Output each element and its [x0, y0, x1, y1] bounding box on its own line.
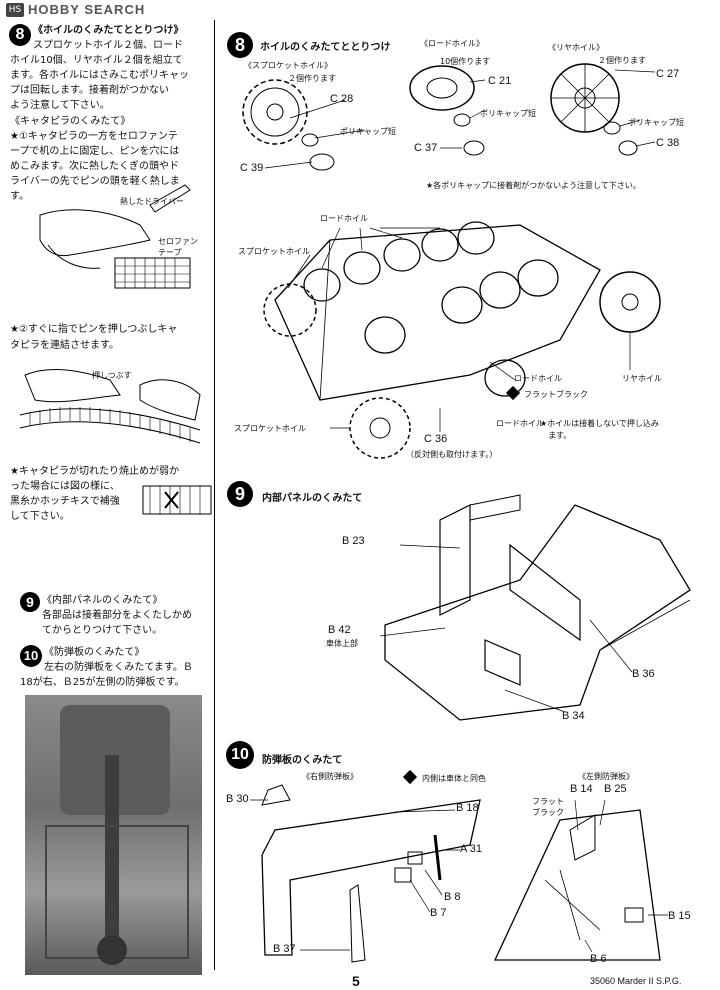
track-line1-4: す。 — [10, 191, 29, 202]
step8-line-4: よう注意して下さい。 — [10, 100, 110, 111]
step9-number: 9 — [227, 481, 253, 507]
part-b25: B 25 — [604, 783, 627, 795]
track-line3-1: った場合には図の様に、 — [10, 481, 120, 492]
step10-number-left: 10 — [20, 645, 42, 667]
watermark-text: HOBBY SEARCH — [28, 2, 146, 17]
label-sprocket-bottom: スプロケットホイル — [234, 424, 306, 433]
flat-black-label: フラット ブラック — [532, 797, 564, 817]
part-c28: C 28 — [330, 93, 354, 105]
step10-title: 防弾板のくみたて — [262, 755, 343, 766]
right-panel-label: 《右側防弾板》 — [302, 772, 358, 781]
rear-title: 《リヤホイル》 — [548, 43, 604, 52]
step8-line-0: スプロケットホイル２個、ロード — [33, 40, 183, 51]
step8-number-left: 8 — [9, 24, 31, 46]
part-c21: C 21 — [488, 75, 512, 87]
part-b42: B 42 — [328, 624, 351, 636]
part-b6: B 6 — [590, 953, 607, 965]
label-sprocket-left: スプロケットホイル — [238, 247, 310, 256]
polycap-sprocket: ポリキャップ短 — [340, 127, 396, 136]
no-glue-note-2: ます。 — [548, 431, 572, 440]
same-color-note: 内側は車体と同色 — [422, 774, 486, 783]
label-road-mid: ロードホイル — [514, 374, 562, 383]
sprocket-qty: ２個作ります — [288, 74, 336, 83]
step9-title: 内部パネルのくみたて — [262, 493, 363, 504]
part-c27: C 27 — [656, 68, 680, 80]
part-b18: B 18 — [456, 802, 479, 814]
polycap-rear: ポリキャップ短 — [628, 118, 684, 127]
no-glue-note: ★ホイルは接着しないで押し込み — [540, 419, 659, 428]
road-qty: 10個作ります — [440, 57, 491, 66]
label-rear: リヤホイル — [622, 374, 662, 383]
step10-line-1: 18が右、Ｂ25が左側の防弾板です。 — [20, 677, 185, 688]
step9-heading-left: 《内部パネルのくみたて》 — [42, 595, 163, 606]
track-line3-3: して下さい。 — [10, 511, 70, 522]
track-line2-0: ★②すぐに指でピンを押しつぶしキャ — [10, 324, 178, 335]
part-b34: B 34 — [562, 710, 585, 722]
opposite-side-note: （反対側も取付けます。） — [406, 450, 498, 459]
sprocket-title: 《スプロケットホイル》 — [244, 61, 332, 70]
step8-title: ホイルのくみたてととりつけ — [260, 42, 391, 53]
track-line1-0: ★①キャタピラの一方をセロファンテ — [10, 131, 178, 142]
part-c38: C 38 — [656, 137, 680, 149]
part-c37: C 37 — [414, 142, 438, 154]
watermark-logo: HS — [6, 3, 24, 17]
part-b15: B 15 — [668, 910, 691, 922]
step9-number-left: 9 — [20, 592, 40, 612]
track-line1-1: ープで机の上に固定し、ピンを穴には — [10, 146, 180, 157]
step10-line-0: 左右の防弾板をくみたてます。Ｂ — [44, 662, 193, 673]
page-number: 5 — [352, 973, 360, 989]
tape-label: セロファン テープ — [158, 237, 198, 257]
step8-number: 8 — [227, 32, 253, 58]
left-panel-label: 《左側防弾板》 — [578, 772, 634, 781]
part-b14: B 14 — [570, 783, 593, 795]
step8-line-3: プは回転します。接着剤がつかない — [10, 85, 169, 96]
track-heading: 《キャタピラのくみたて》 — [10, 116, 131, 127]
press-label: 押しつぶす — [92, 371, 132, 380]
part-c39: C 39 — [240, 162, 264, 174]
column-divider — [214, 20, 215, 970]
label-flat-black: フラットブラック — [524, 390, 588, 399]
polycap-note: ★各ポリキャップに接着剤がつかないよう注意して下さい。 — [426, 181, 641, 190]
step8-line-2: ます。各ホイルにはさみこむポリキャッ — [10, 70, 189, 81]
part-b23: B 23 — [342, 535, 365, 547]
step10-number: 10 — [226, 741, 254, 769]
track-line1-2: めこみます。次に熱したくぎの頭やド — [10, 161, 179, 172]
driver-label: 熱したドライバー — [120, 197, 184, 206]
part-b8: B 8 — [444, 891, 461, 903]
product-footer: 35060 Marder II S.P.G. — [590, 976, 682, 986]
step10-heading-left: 《防弾板のくみたて》 — [44, 647, 145, 658]
part-b30: B 30 — [226, 793, 249, 805]
track-line3-2: 黒糸かホッチキスで補強 — [10, 496, 120, 507]
step8-line-1: ホイル10個、リヤホイル２個を組立て — [10, 55, 183, 66]
step9-line-1: てからとりつけて下さい。 — [42, 625, 163, 636]
track-line3-0: ★キャタピラが切れたり焼止めが弱か — [10, 466, 179, 477]
part-c36: C 36 — [424, 433, 448, 445]
part-b7: B 7 — [430, 907, 447, 919]
step9-line-0: 各部品は接着部分をよくたしかめ — [42, 610, 192, 621]
b42-note: 車体上部 — [326, 639, 358, 648]
part-a31: A 31 — [460, 843, 483, 855]
step8-heading-left: 《ホイルのくみたてととりつけ》 — [33, 25, 184, 36]
label-road-bottom: ロードホイル — [496, 419, 544, 428]
road-title: 《ロードホイル》 — [420, 39, 484, 48]
label-road-top: ロードホイル — [320, 214, 368, 223]
polycap-road: ポリキャップ短 — [480, 109, 536, 118]
model-photo — [25, 695, 202, 975]
track-line2-1: タピラを連結させます。 — [10, 340, 119, 351]
part-b37: B 37 — [273, 943, 296, 955]
part-b36: B 36 — [632, 668, 655, 680]
track-line1-3: ライバーの先でピンの頭を軽く熱しま — [10, 176, 180, 187]
rear-qty: ２個作ります — [598, 56, 646, 65]
